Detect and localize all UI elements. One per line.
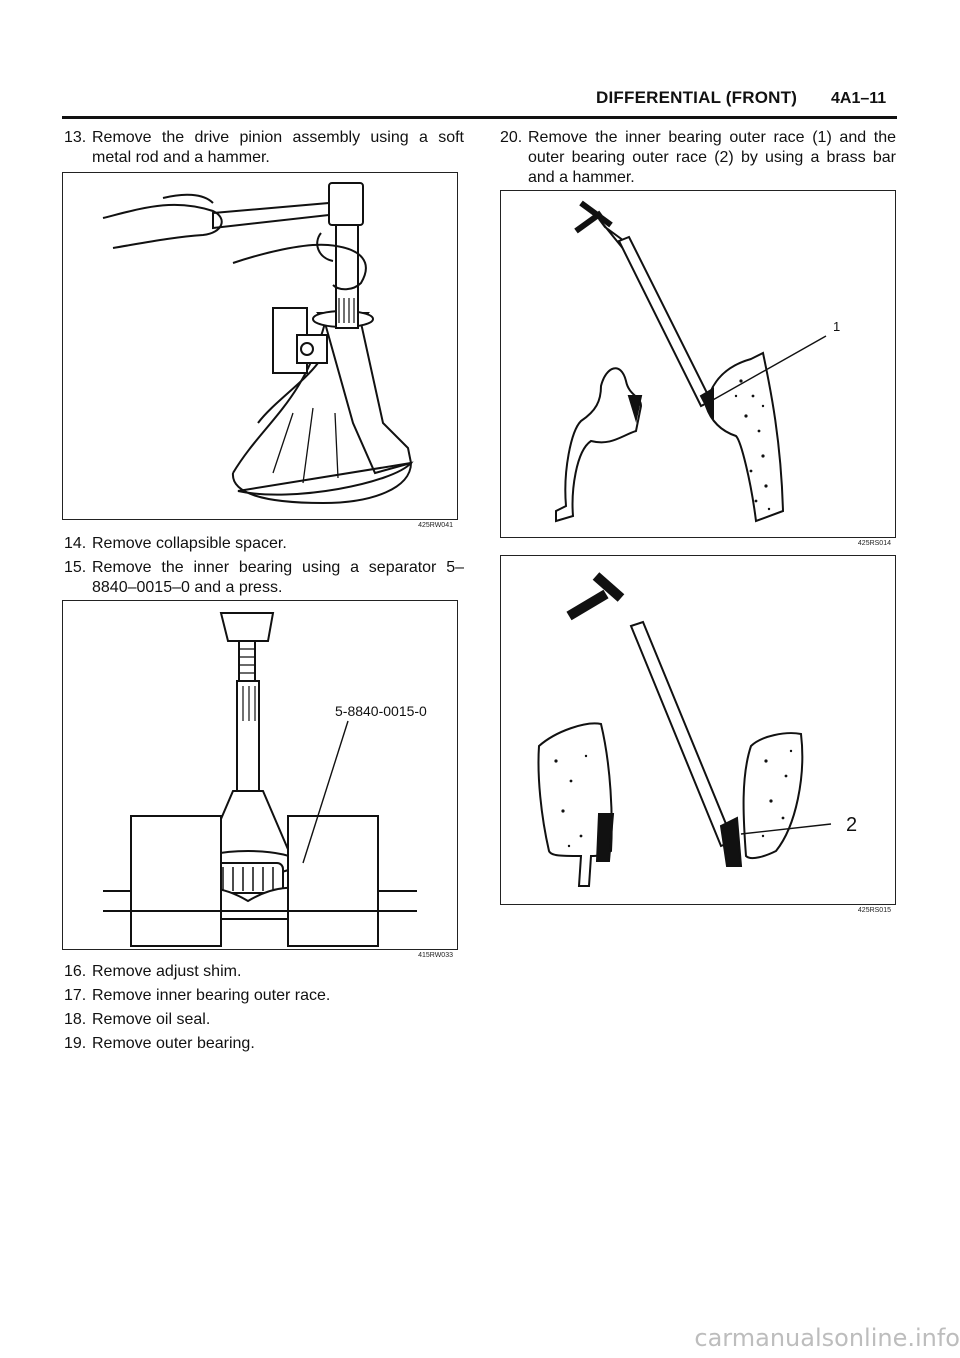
step-text: Remove the inner bearing outer race (1) … bbox=[528, 129, 896, 186]
figure-code: 415RW033 bbox=[418, 952, 453, 959]
step-text: Remove outer bearing. bbox=[92, 1035, 255, 1052]
step-19: 19. Remove outer bearing. bbox=[64, 1034, 464, 1054]
step-text: Remove oil seal. bbox=[92, 1011, 211, 1028]
step-text: Remove the drive pinion assembly using a… bbox=[92, 129, 464, 166]
figure-code: 425RS014 bbox=[857, 540, 891, 547]
header-rule bbox=[62, 116, 897, 119]
step-text: Remove adjust shim. bbox=[92, 963, 242, 980]
step-text: Remove collapsible spacer. bbox=[92, 535, 287, 552]
section-title: DIFFERENTIAL (FRONT) bbox=[596, 88, 798, 107]
step-number: 18. bbox=[64, 1011, 87, 1028]
figure-code: 425RS015 bbox=[857, 907, 891, 914]
step-18: 18. Remove oil seal. bbox=[64, 1010, 464, 1030]
outer-race-removal-illustration bbox=[537, 572, 832, 887]
step-13: 13. Remove the drive pinion assembly usi… bbox=[64, 128, 464, 168]
step-number: 13. bbox=[64, 129, 87, 146]
page-number: 4A1–11 bbox=[831, 90, 887, 107]
watermark: carmanualsonline.info bbox=[694, 1324, 960, 1352]
drive-pinion-removal-illustration bbox=[102, 182, 414, 505]
callout-1: 1 bbox=[833, 319, 841, 334]
callout-tool-number: 5-8840-0015-0 bbox=[335, 703, 427, 719]
step-number: 19. bbox=[64, 1035, 87, 1052]
figure-outer-race-removal: 2 425RS015 bbox=[500, 555, 896, 914]
figure-inner-bearing-separator: 5-8840-0015-0 415RW033 bbox=[62, 600, 458, 959]
figure-inner-race-removal: 1 425RS014 bbox=[500, 190, 896, 547]
step-number: 16. bbox=[64, 963, 87, 980]
step-number: 20. bbox=[500, 129, 523, 146]
step-number: 14. bbox=[64, 535, 87, 552]
figure-drive-pinion-removal: 425RW041 bbox=[62, 172, 458, 529]
separator-press-illustration bbox=[103, 612, 417, 947]
step-text: Remove inner bearing outer race. bbox=[92, 987, 331, 1004]
step-14: 14. Remove collapsible spacer. bbox=[64, 534, 464, 554]
callout-2: 2 bbox=[846, 814, 858, 836]
step-17: 17. Remove inner bearing outer race. bbox=[64, 986, 464, 1006]
inner-race-removal-illustration bbox=[555, 200, 827, 523]
step-number: 15. bbox=[64, 559, 87, 576]
step-text: Remove the inner bearing using a separat… bbox=[92, 559, 464, 596]
step-20: 20. Remove the inner bearing outer race … bbox=[500, 128, 896, 188]
step-number: 17. bbox=[64, 987, 87, 1004]
step-15: 15. Remove the inner bearing using a sep… bbox=[64, 558, 464, 598]
figure-code: 425RW041 bbox=[418, 522, 453, 529]
step-16: 16. Remove adjust shim. bbox=[64, 962, 464, 982]
